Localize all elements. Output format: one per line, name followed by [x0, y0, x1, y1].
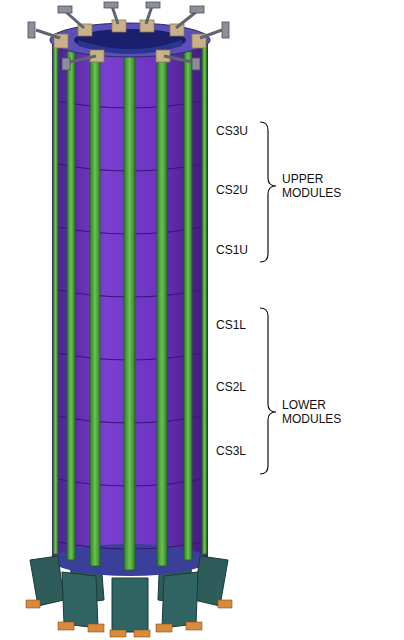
module-label: CS1L — [216, 318, 246, 332]
top-ring — [50, 23, 210, 57]
module-label: CS2L — [216, 380, 246, 394]
radial-struts — [36, 6, 222, 62]
tie-plates — [53, 44, 207, 570]
group-label: LOWER MODULES — [282, 398, 348, 426]
group-label: UPPER MODULES — [282, 172, 348, 200]
lower-clamps-front — [26, 556, 232, 637]
group-brackets — [260, 122, 276, 474]
module-label: CS3U — [216, 124, 248, 138]
module-label: CS2U — [216, 183, 248, 197]
module-label: CS1U — [216, 243, 248, 257]
top-supports — [54, 20, 206, 62]
strut-heads — [28, 2, 229, 70]
module-label: CS3L — [216, 444, 246, 458]
